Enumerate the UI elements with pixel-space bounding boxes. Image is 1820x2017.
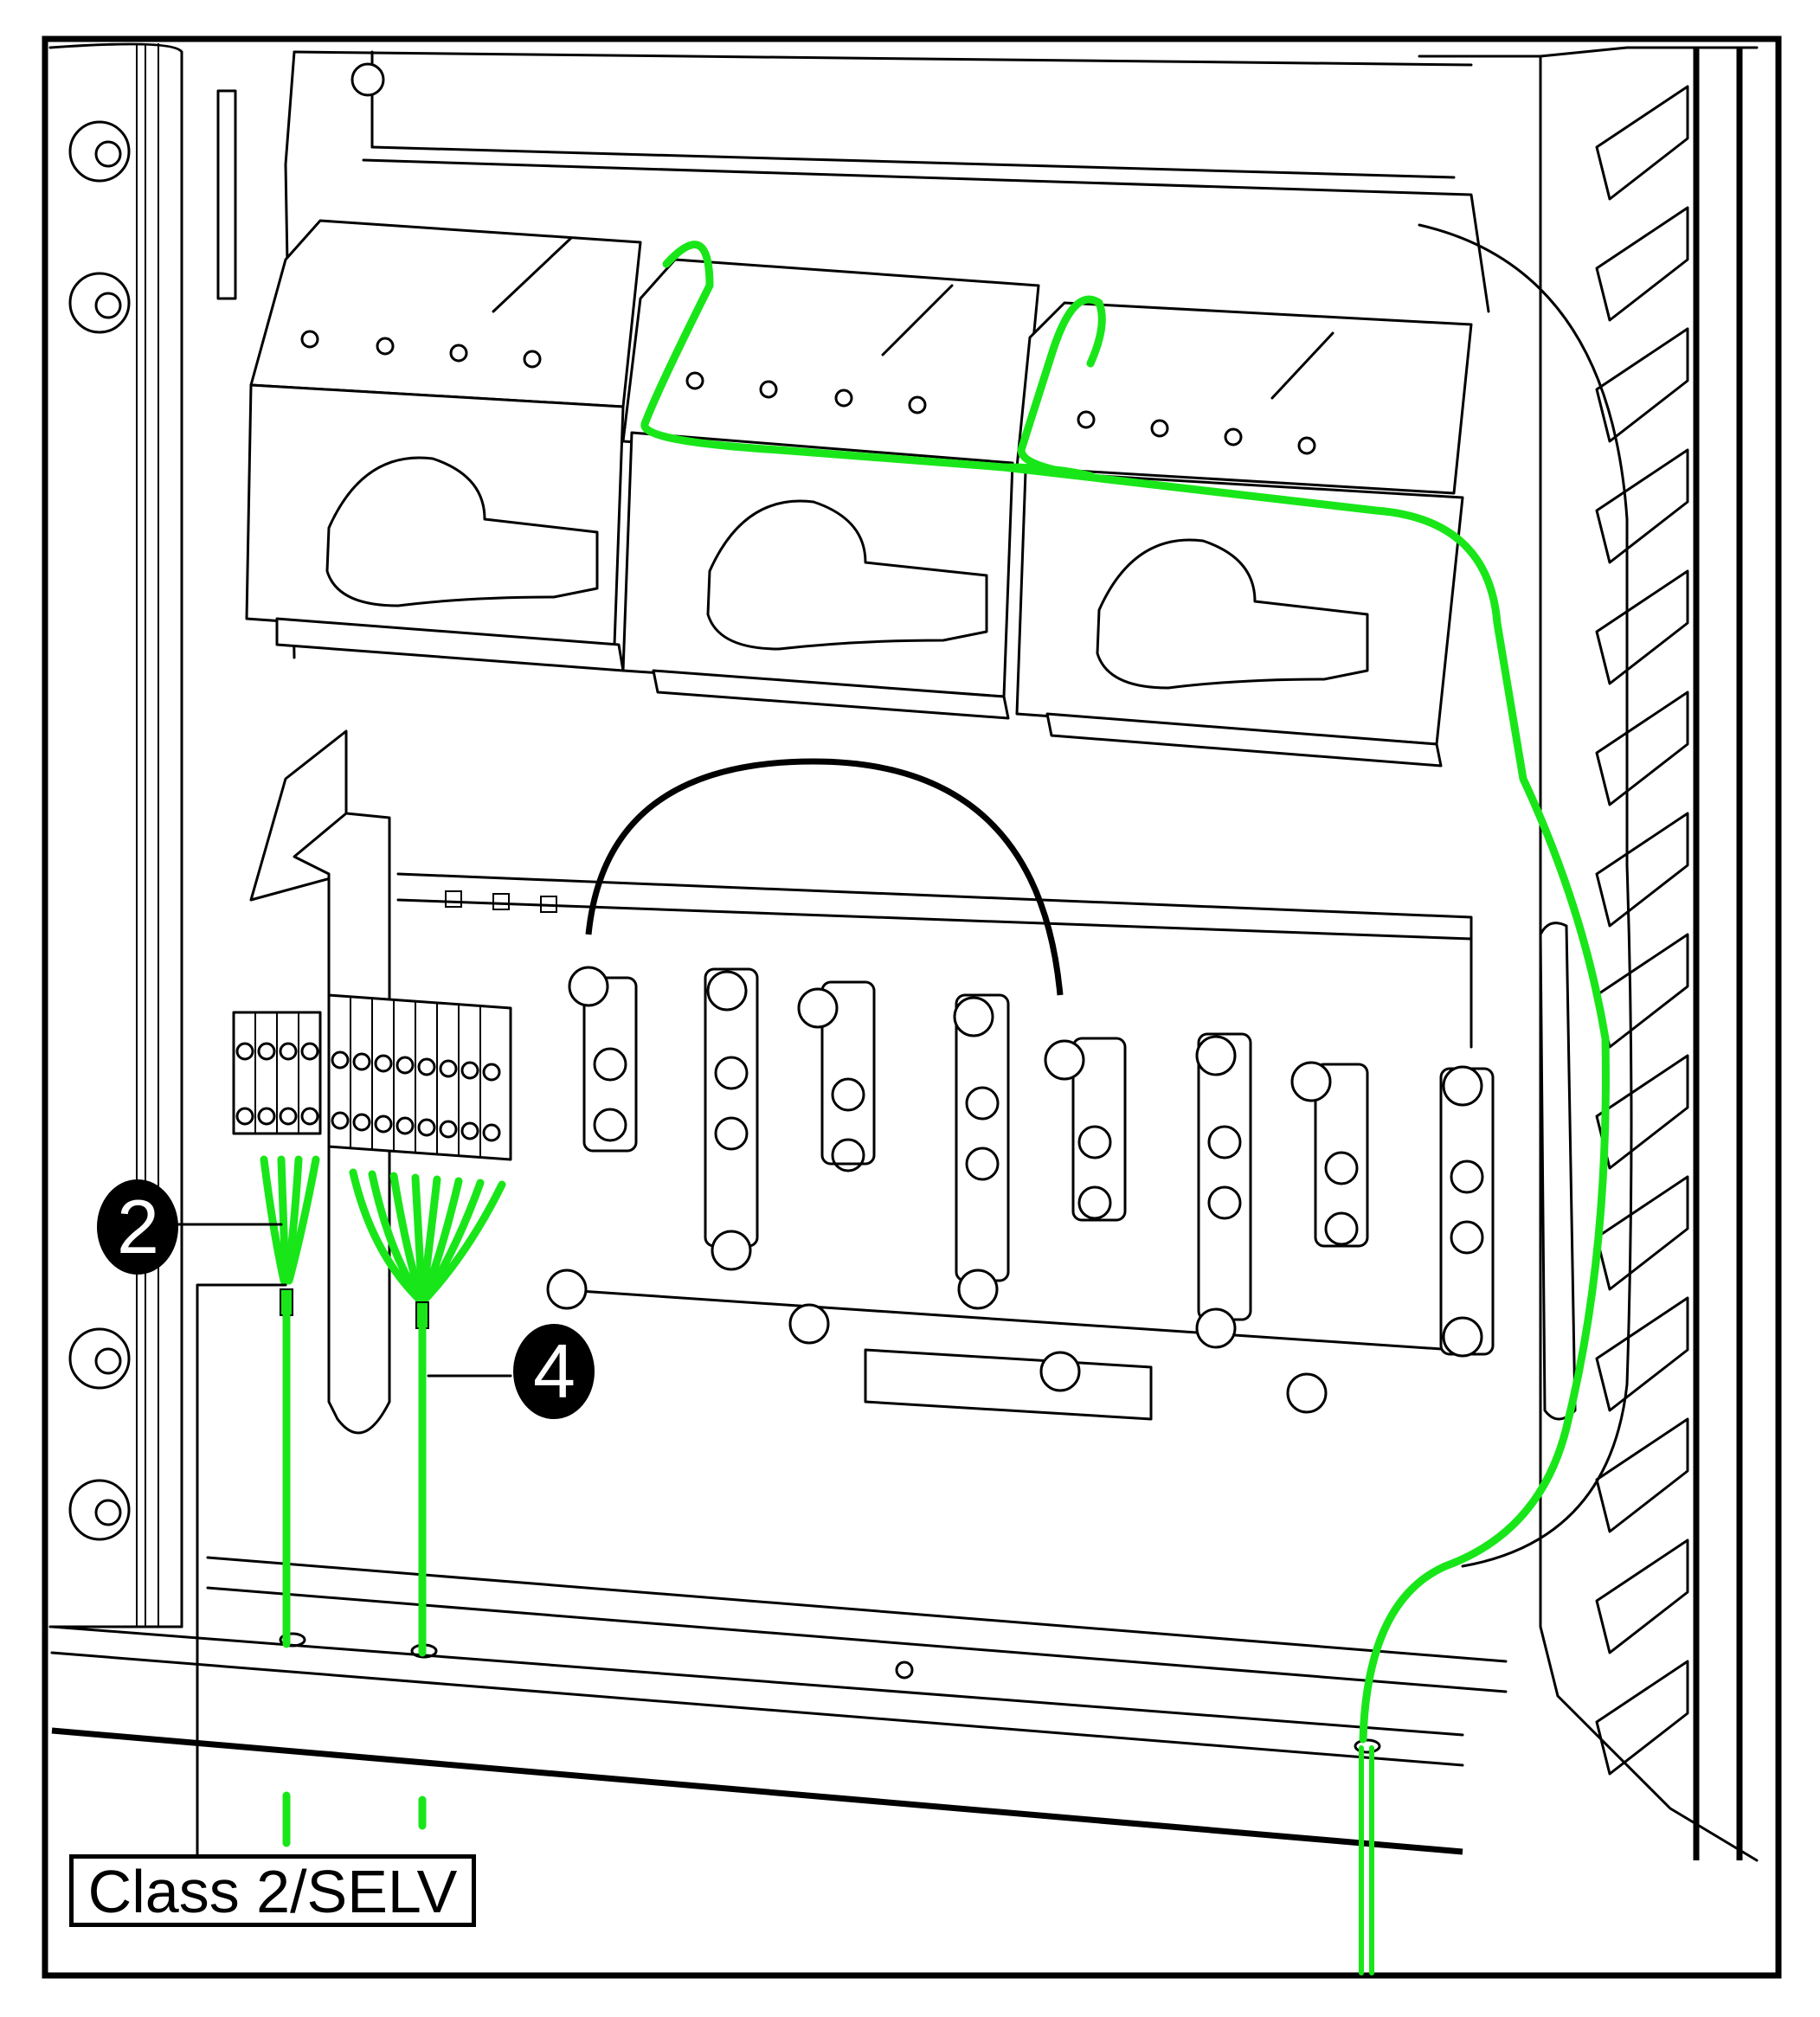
disconnect-switch-3 <box>1015 301 1473 768</box>
busbar-link <box>1286 1061 1369 1414</box>
disconnect-switch-2 <box>621 258 1040 720</box>
callout-4: 4 <box>513 1324 595 1419</box>
side-bracket <box>1539 922 1577 1421</box>
terminal-block-8pole <box>327 993 512 1161</box>
busbar-links <box>546 922 1577 1421</box>
class2-selv-label: Class 2/SELV <box>69 1854 476 1927</box>
bottom-tray <box>50 1556 1508 1855</box>
hex-nut-icon <box>68 120 131 1541</box>
callout-2-number: 2 <box>117 1184 159 1269</box>
left-side-panel <box>48 42 237 1628</box>
mounting-rail-top <box>284 50 1490 659</box>
terminal-block-4pole <box>232 1011 322 1135</box>
busbar-link <box>1039 1037 1127 1392</box>
door-stop-bar <box>216 89 237 300</box>
busbar-link <box>953 993 1010 1310</box>
callout-4-number: 4 <box>533 1328 576 1414</box>
busbar-link <box>788 980 876 1345</box>
busbar-link <box>1195 1032 1252 1349</box>
busbar-link <box>546 966 638 1310</box>
wires-class2 <box>260 241 1610 1975</box>
class2-selv-label-text: Class 2/SELV <box>87 1858 458 1925</box>
busbar-link <box>1439 1065 1495 1358</box>
callout-2: 2 <box>97 1179 179 1275</box>
busbar-link <box>704 967 759 1271</box>
diagram-frame <box>42 35 1782 1979</box>
disconnect-switch-1 <box>245 219 642 672</box>
callout-leaders <box>176 1223 512 1862</box>
right-side-panel <box>1418 46 1759 1862</box>
jumper-cable <box>585 758 1064 996</box>
